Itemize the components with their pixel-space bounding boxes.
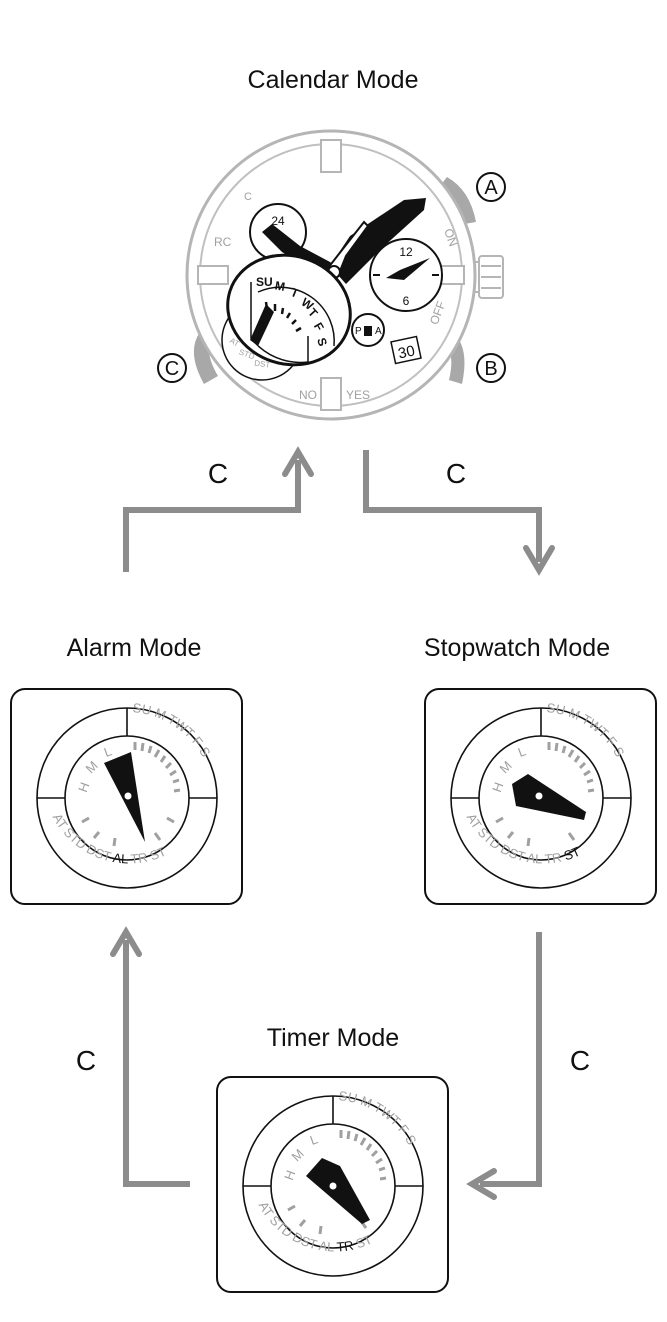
subdial-p-label: P — [355, 326, 362, 337]
mode-label: ST — [148, 844, 168, 864]
button-c-label: C — [165, 358, 179, 380]
button-b-marker — [476, 353, 506, 383]
day-hand-icon — [250, 304, 274, 346]
mode-label-active: TR — [336, 1238, 355, 1255]
mode-label: ST — [354, 1232, 374, 1252]
button-a-marker — [476, 172, 506, 202]
calendar-day-label: M — [274, 278, 286, 294]
arrow-label-c: C — [570, 1045, 590, 1076]
day-label: SU — [338, 1088, 359, 1106]
subdial-6-label: 6 — [403, 294, 410, 308]
arrow-label-c: C — [76, 1045, 96, 1076]
day-label: SU — [132, 700, 153, 718]
button-c-icon — [193, 332, 218, 384]
calendar-mode-title: Calendar Mode — [248, 66, 419, 94]
timer-mode-hand-icon — [306, 1158, 370, 1224]
arrowhead-down-icon — [523, 545, 555, 576]
arrowhead-up-icon — [110, 926, 142, 957]
calendar-day-label: SU — [256, 275, 273, 289]
arrow-calendar-to-stopwatch — [363, 450, 542, 562]
bezel-label-rc: RC — [214, 235, 232, 249]
level-label: L — [516, 743, 528, 760]
timer-mode-title: Timer Mode — [267, 1024, 399, 1052]
mini-mode-label: DST — [254, 359, 271, 370]
subdial-hand-icon — [386, 258, 430, 280]
hour-markers — [197, 139, 465, 411]
day-label: SU — [546, 700, 567, 718]
mode-label: TR — [130, 850, 149, 867]
stopwatch-mode-hand-icon — [512, 774, 586, 820]
arrowhead-up-icon — [282, 446, 314, 477]
day-label: M — [359, 1093, 375, 1111]
arrow-stopwatch-to-timer — [480, 932, 542, 1187]
subdial-24-label: 24 — [271, 214, 285, 228]
flow-arrows — [110, 446, 555, 1200]
subdial-12-label: 12 — [399, 245, 413, 259]
date-value: 30 — [397, 342, 417, 362]
minute-hand-icon — [330, 198, 426, 284]
alarm-mode-title: Alarm Mode — [67, 634, 202, 662]
button-c-marker — [157, 353, 187, 383]
subdial-a-label: A — [375, 326, 382, 337]
level-label: L — [308, 1131, 320, 1148]
button-a-icon — [440, 177, 476, 224]
calendar-watch: C RC ON OFF NO YES 24 12 6 P A 30 AT STD… — [157, 129, 506, 421]
stopwatch-mode-dial: SU M TWT F S AT STD DST AL TR ST H M L — [424, 688, 657, 905]
date-window — [390, 335, 422, 365]
arrow-label-c: C — [208, 458, 228, 489]
mode-label-active: AL — [112, 850, 129, 866]
bezel-label-yes: YES — [346, 388, 370, 402]
mode-label: AL — [318, 1238, 335, 1254]
mode-label: AL — [526, 850, 543, 866]
alarm-mode-hand-icon — [104, 752, 145, 842]
arrowhead-left-icon — [466, 1168, 497, 1200]
bezel-label-no: NO — [299, 388, 317, 402]
button-a-label: A — [484, 177, 498, 199]
day-label: M — [153, 705, 169, 723]
button-b-label: B — [484, 358, 497, 380]
bezel-label-on: ON — [441, 227, 460, 249]
svg-text:SU M TWT F S: SU M TWT F S — [338, 1088, 420, 1147]
level-label: L — [102, 743, 114, 760]
alarm-mode-dial: SU M TWT F S AT STD DST AL TR ST H M L — [10, 688, 243, 905]
mode-label-active: ST — [562, 844, 582, 864]
mini-mode-label: AT — [228, 336, 241, 349]
arrow-timer-to-alarm — [123, 940, 190, 1187]
mode-label: TR — [544, 850, 563, 867]
arrow-alarm-to-calendar — [123, 460, 301, 572]
calendar-day-label: S — [314, 336, 330, 348]
stopwatch-mode-title: Stopwatch Mode — [424, 634, 610, 662]
arrow-label-c: C — [446, 458, 466, 489]
timer-mode-dial: SU M TWT F S AT STD DST AL TR ST H M L — [216, 1076, 449, 1293]
day-label: M — [567, 705, 583, 723]
bezel-label: C — [244, 191, 252, 203]
